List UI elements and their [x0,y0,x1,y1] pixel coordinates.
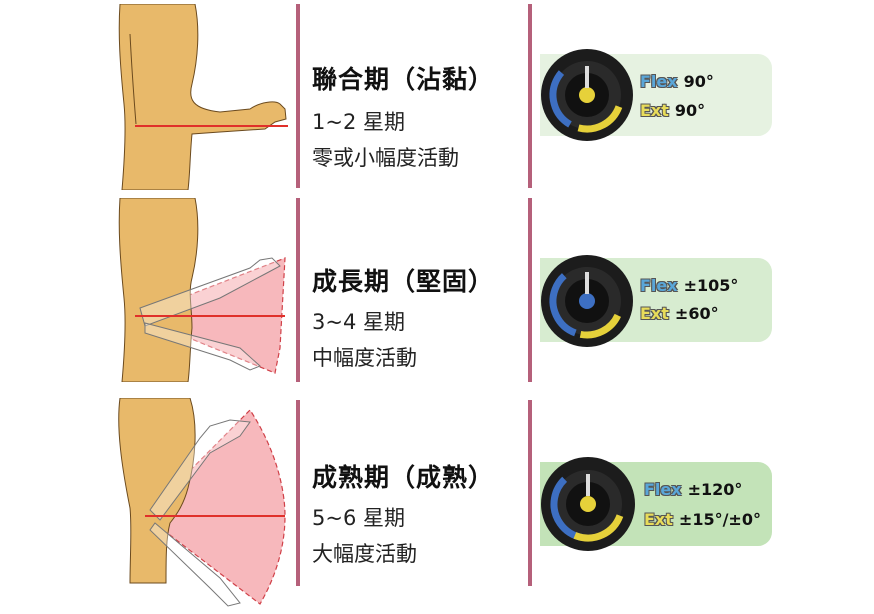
arm-illustration-3 [118,398,286,607]
flex-value-2: ±105° [683,276,739,295]
flex-label-3: Flex [644,480,682,499]
brace-dial-icon-3 [541,457,635,551]
arm-illustration-1 [118,4,288,190]
flex-label-2: Flex [640,276,678,295]
divider-left-2 [296,198,300,382]
stage-desc-2: 中幅度活動 [312,346,417,370]
flex-readout-3: Flex ±120° [644,480,742,499]
divider-left-3 [296,400,300,586]
ext-value-3: ±15°/±0° [678,510,761,529]
flex-readout-2: Flex ±105° [640,276,738,295]
stage-weeks-3: 5~6 星期 [312,506,405,530]
stage-desc-3: 大幅度活動 [312,542,417,566]
divider-right-1 [528,4,532,188]
stage-weeks-2: 3~4 星期 [312,310,405,334]
ext-label-2: Ext [640,304,669,323]
flex-readout-1: Flex 90° [640,72,714,91]
divider-left-1 [296,4,300,188]
ext-value-2: ±60° [674,304,719,323]
ext-readout-2: Ext ±60° [640,304,719,323]
arm-illustration-2 [118,198,286,382]
flex-label-1: Flex [640,72,678,91]
flex-value-1: 90° [683,72,714,91]
stage-title-3: 成熟期（成熟） [312,463,495,492]
ext-readout-3: Ext ±15°/±0° [644,510,761,529]
brace-dial-icon-1 [541,49,633,141]
ext-readout-1: Ext 90° [640,101,705,120]
stage-desc-1: 零或小幅度活動 [312,146,459,170]
ext-label-3: Ext [644,510,673,529]
flex-value-3: ±120° [687,480,743,499]
stage-weeks-1: 1~2 星期 [312,110,405,134]
ext-label-1: Ext [640,101,669,120]
ext-value-1: 90° [674,101,706,120]
stage-title-1: 聯合期（沾黏） [312,65,495,94]
stage-title-2: 成長期（堅固） [312,267,495,296]
brace-dial-icon-2 [541,255,633,347]
divider-right-2 [528,198,532,382]
divider-right-3 [528,400,532,586]
